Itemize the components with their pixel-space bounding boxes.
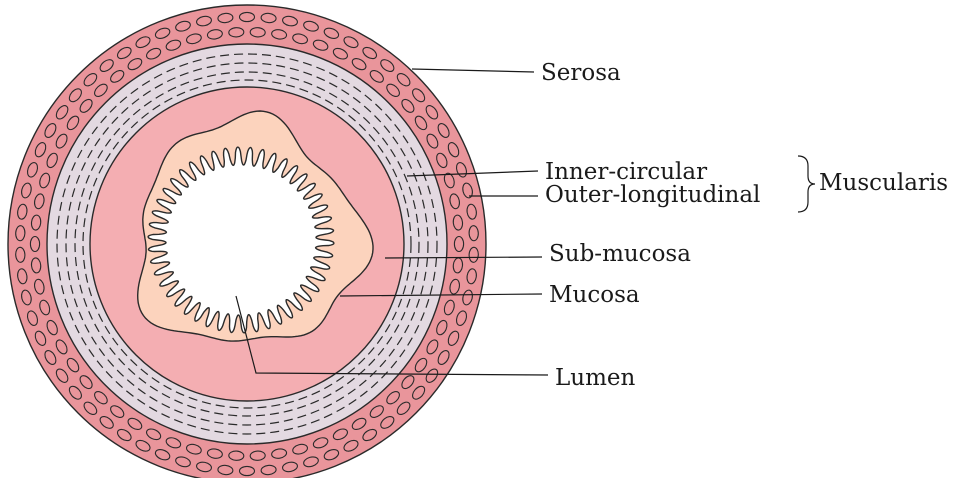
muscularis-bracket (798, 156, 815, 212)
mucosa-label: Mucosa (549, 282, 640, 308)
outer-longitudinal-label: Outer-longitudinal (545, 182, 760, 208)
submucosa-label: Sub-mucosa (549, 241, 691, 267)
muscularis-label: Muscularis (819, 170, 948, 196)
lumen-label: Lumen (555, 365, 636, 391)
serosa-label: Serosa (541, 60, 621, 86)
serosa-leader (412, 69, 534, 72)
